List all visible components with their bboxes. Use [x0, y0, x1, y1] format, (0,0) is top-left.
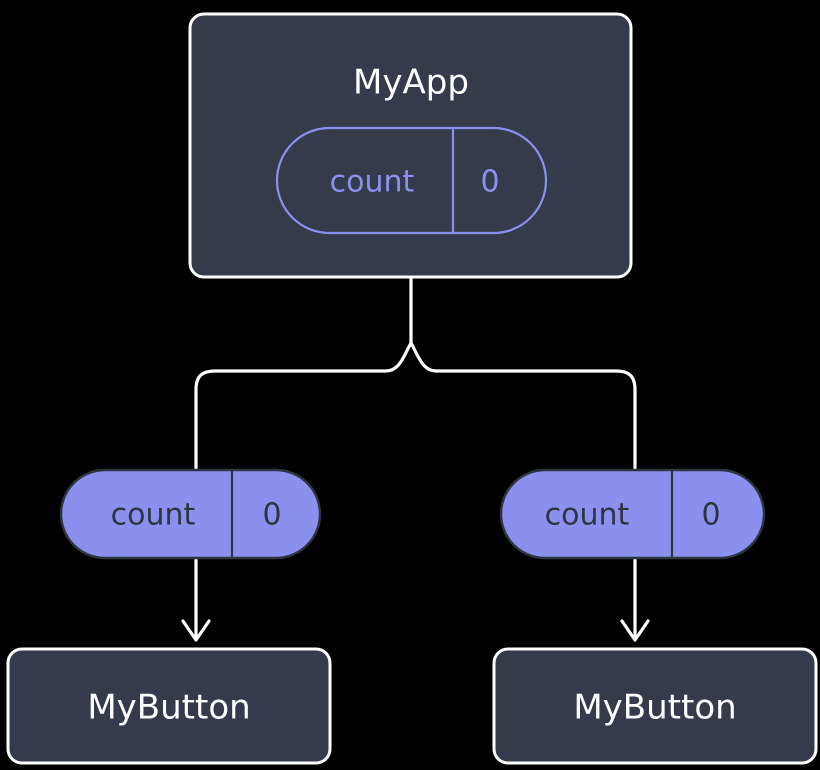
edge-layer — [181, 276, 650, 642]
node-mybutton-left-label: MyButton — [87, 688, 250, 728]
edge-branch-left — [194, 341, 413, 472]
state-pill-right-key: count — [545, 498, 630, 533]
node-mybutton-right-box[interactable] — [492, 647, 818, 765]
node-myapp[interactable]: MyApp count 0 — [188, 12, 633, 279]
node-myapp-state-key: count — [330, 165, 415, 200]
state-pill-left[interactable]: count 0 — [59, 468, 322, 560]
node-myapp-state-value: 0 — [480, 165, 499, 200]
node-mybutton-left-box[interactable] — [6, 647, 332, 765]
node-mybutton-right-label: MyButton — [573, 688, 736, 728]
node-myapp-label: MyApp — [353, 63, 469, 103]
node-myapp-state-pill-body[interactable] — [275, 126, 548, 235]
state-pill-left-value: 0 — [262, 498, 281, 533]
state-pill-right-value: 0 — [701, 498, 720, 533]
arrow-head-right — [620, 619, 650, 642]
edge-branch-right — [409, 341, 637, 472]
node-mybutton-left[interactable]: MyButton — [6, 647, 332, 765]
state-pill-right[interactable]: count 0 — [499, 468, 766, 560]
node-myapp-state-pill[interactable]: count 0 — [275, 126, 548, 235]
state-pill-left-key: count — [111, 498, 196, 533]
state-pill-left-body[interactable] — [59, 468, 322, 560]
node-mybutton-right[interactable]: MyButton — [492, 647, 818, 765]
arrow-head-left — [181, 619, 211, 642]
state-pill-right-body[interactable] — [499, 468, 766, 560]
node-myapp-box[interactable] — [188, 12, 633, 279]
